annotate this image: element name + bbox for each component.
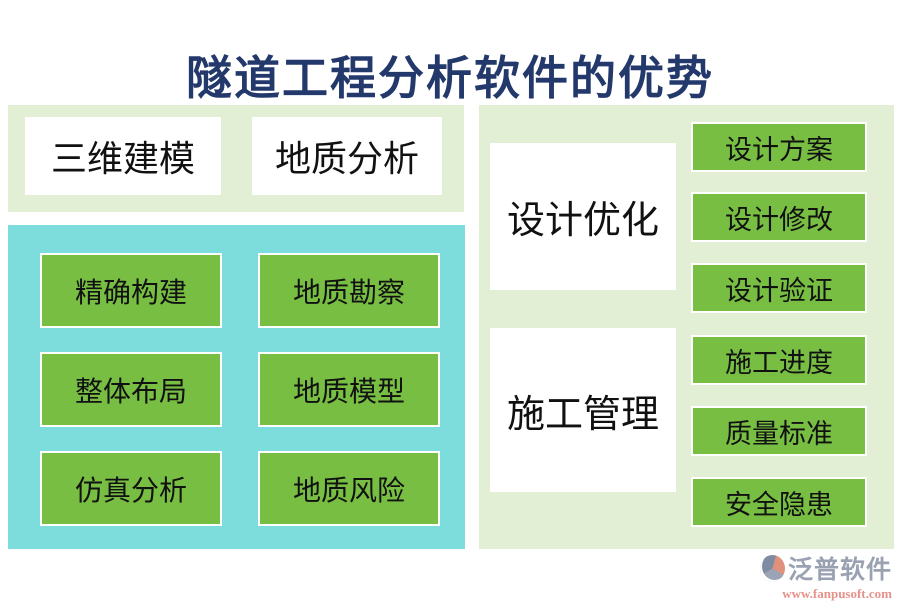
- brand-url: www.fanpusoft.com: [782, 586, 892, 601]
- node-construction-progress: 施工进度: [691, 335, 867, 385]
- node-quality-standard: 质量标准: [691, 406, 867, 456]
- node-overall-layout: 整体布局: [40, 352, 222, 427]
- page-title: 隧道工程分析软件的优势: [186, 53, 714, 104]
- node-design-revision: 设计修改: [691, 192, 867, 242]
- node-geology-model: 地质模型: [258, 352, 440, 427]
- brand-watermark: 泛普软件 www.fanpusoft.com: [712, 550, 892, 601]
- group-header-construction-management: 施工管理: [490, 328, 676, 492]
- group-header-design-optimization: 设计优化: [490, 143, 676, 290]
- node-geology-risk: 地质风险: [258, 451, 440, 526]
- right-panel: 设计优化 施工管理 设计方案 设计修改 设计验证 施工进度 质量标准 安全隐患: [479, 105, 894, 549]
- left-teal-panel: 精确构建 地质勘察 整体布局 地质模型 仿真分析 地质风险: [8, 225, 465, 549]
- node-geology-survey: 地质勘察: [258, 253, 440, 328]
- header-node-3d-modeling: 三维建模: [25, 117, 221, 195]
- node-design-plan: 设计方案: [691, 122, 867, 172]
- left-header-panel: 三维建模 地质分析: [8, 105, 464, 212]
- brand-name: 泛普软件: [787, 557, 892, 584]
- node-safety-hazard: 安全隐患: [691, 477, 867, 527]
- fanpu-logo-icon: [759, 554, 785, 582]
- node-precise-build: 精确构建: [40, 253, 222, 328]
- node-simulation-analysis: 仿真分析: [40, 451, 222, 526]
- node-design-verification: 设计验证: [691, 263, 867, 313]
- header-node-geology-analysis: 地质分析: [252, 117, 442, 195]
